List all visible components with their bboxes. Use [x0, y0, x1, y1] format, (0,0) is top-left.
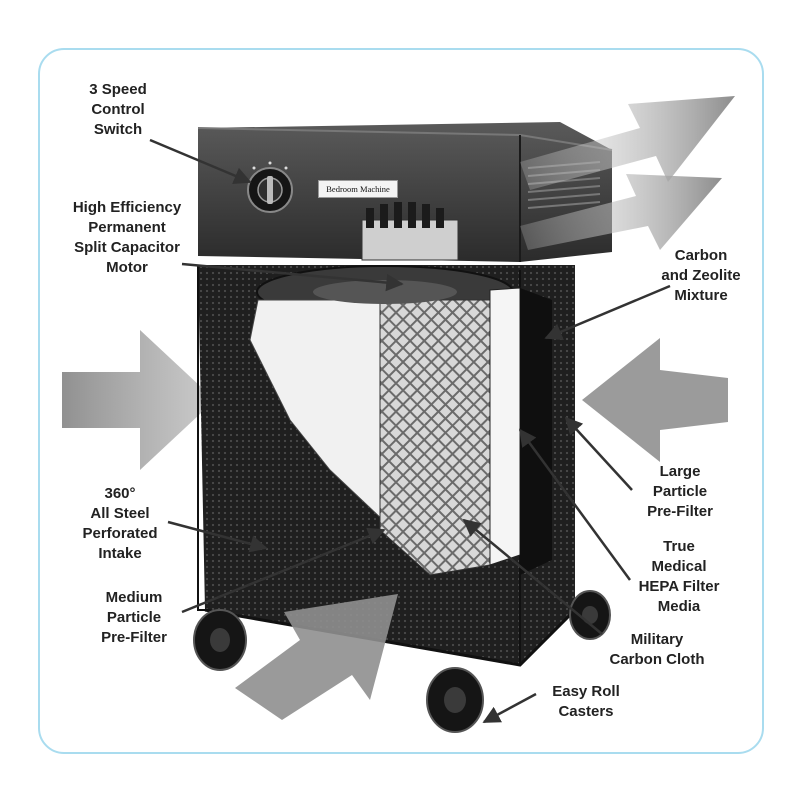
product-badge: Bedroom Machine: [318, 180, 398, 198]
caster-wheel-icon: [426, 667, 484, 733]
pointer-arrow-large-prefilter: [564, 416, 633, 491]
pointer-arrow-medium-prefilter: [181, 527, 386, 614]
label-intake: 360° All Steel Perforated Intake: [82, 485, 158, 562]
pointer-arrow-intake: [167, 520, 268, 553]
control-knob-icon: [247, 161, 293, 213]
pointer-arrow-hepa: [518, 428, 632, 581]
motor-fan: [361, 202, 459, 261]
pointer-arrow-motor: [181, 262, 404, 292]
label-hepa: True Medical HEPA Filter Media: [638, 538, 720, 615]
pointer-arrow-carbon-zeolite: [544, 284, 671, 340]
caster-wheel-icon: [193, 609, 247, 671]
filter-canister-cutaway: [249, 265, 552, 576]
label-speed-switch: 3 Speed Control Switch: [89, 81, 147, 138]
intake-airflow-arrow-bottom: [235, 594, 398, 720]
exhaust-airflow-arrow-top: [520, 96, 735, 190]
intake-airflow-arrow-left: [62, 330, 215, 470]
intake-airflow-arrow-right: [582, 338, 728, 462]
label-carbon-cloth: Military Carbon Cloth: [609, 631, 705, 668]
pointer-arrow-carbon-cloth: [462, 518, 603, 635]
label-medium-prefilter: Medium Particle Pre-Filter: [101, 589, 167, 646]
caster-wheel-icon: [569, 590, 611, 640]
label-carbon-zeolite: Carbon and Zeolite Mixture: [661, 247, 741, 304]
exhaust-airflow-arrow-bottom: [520, 174, 722, 250]
label-casters: Easy Roll Casters: [552, 683, 620, 720]
label-motor: High Efficiency Permanent Split Capacito…: [72, 199, 182, 276]
label-large-prefilter: Large Particle Pre-Filter: [647, 463, 713, 520]
pointer-arrow-casters: [482, 692, 537, 724]
pointer-arrow-speed-switch: [149, 138, 252, 184]
